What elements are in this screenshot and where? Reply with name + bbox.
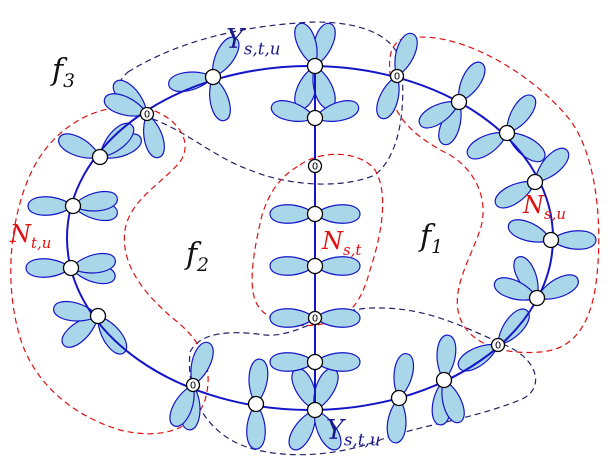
petal-leaf [494,180,536,209]
petal-leaf [457,61,486,103]
petal-leaf [466,131,508,160]
vertex-zero-mark: 0 [312,162,318,173]
petal-leaf [314,256,361,276]
petal-leaf [394,32,418,77]
vertex [306,353,324,371]
region-n-st-dashed [251,153,384,327]
petal-leaf [25,258,72,278]
vertex-zero-mark: 0 [495,341,501,352]
petal-leaf [103,93,148,117]
petal-leaf [493,277,538,301]
vertex [390,389,408,407]
petal-leaf [436,334,457,381]
petal-leaf [507,219,552,243]
face-label-f1: f1 [420,219,443,258]
vertex [306,205,324,223]
vertex [306,257,324,275]
petal-leaf [246,403,266,450]
petal-leaf [457,343,499,372]
petal-leaf [441,379,465,424]
petal-leaf [536,274,579,300]
petal-leaf [99,122,135,158]
vertex [528,289,546,307]
marked-vertex [185,377,201,393]
vertex [450,93,468,111]
petal-leaf [211,36,240,78]
marked-vertex [139,106,155,122]
vertex-zero-mark: 0 [190,381,196,392]
label-n-tu: Nt,u [10,220,52,252]
petal-leaf [314,352,361,372]
vertex [542,231,560,249]
face-label-f2: f2 [186,237,209,276]
petal-leaf [314,308,361,328]
petal-leaf [418,100,460,129]
vertex [204,68,222,86]
vertex [62,259,80,277]
petal-leaf [534,147,570,183]
marked-vertex [307,310,323,326]
petal-leaf [314,100,360,122]
vertex [498,124,516,142]
petal-leaf [269,204,316,224]
marked-vertex [307,158,323,174]
petal-leaf [58,133,101,159]
petal-leaf [376,75,400,120]
vertex-zero-mark: 0 [394,72,400,83]
petal-leaves [25,22,597,451]
petal-leaf [506,94,537,134]
label-n-su: Ns,u [523,191,566,223]
petal-leaf [294,22,318,67]
petal-leaf [506,132,546,163]
vertices: 0 0 0 0 0 0 [62,57,560,419]
petal-leaf [497,308,530,346]
petal-leaf [190,341,214,386]
vertex [306,401,324,419]
petal-leaf [53,300,99,322]
petal-leaf [314,204,361,224]
petal-leaf [269,308,316,328]
vertex [306,57,324,75]
marked-vertex [490,337,506,353]
petal-leaf [288,409,317,451]
label-y-bottom: Ys,t,u [326,415,381,450]
vertex [91,148,109,166]
petal-leaf [393,353,415,399]
petal-leaf [143,113,165,159]
vertex [247,395,265,413]
petal-leaf [269,352,316,372]
label-y-top: Ys,t,u [226,24,281,59]
vertex [435,371,453,389]
petal-leaf [168,71,214,93]
vertex-zero-mark: 0 [312,314,318,325]
region-y-bottom-dashed [188,307,537,456]
petal-leaf [269,256,316,276]
petal-leaf [270,100,316,122]
petal-leaf [70,252,116,274]
marked-vertex [389,68,405,84]
vertex [306,109,324,127]
vertex [526,173,544,191]
vertex [64,197,82,215]
petal-leaf [27,196,74,216]
petal-leaf [72,190,118,212]
petal-leaf [550,230,597,250]
region-n-su-dashed [389,36,600,354]
petal-leaf [386,397,407,444]
petal-leaf [169,384,195,427]
region-y-top-dashed [117,21,404,185]
face-label-f3: f3 [52,53,75,92]
petal-leaf [248,358,269,405]
vertex-zero-mark: 0 [144,110,150,121]
petal-leaf [209,76,231,122]
vertex [89,307,107,325]
label-n-st: Ns,t [322,227,362,259]
petal-leaf [313,409,342,451]
